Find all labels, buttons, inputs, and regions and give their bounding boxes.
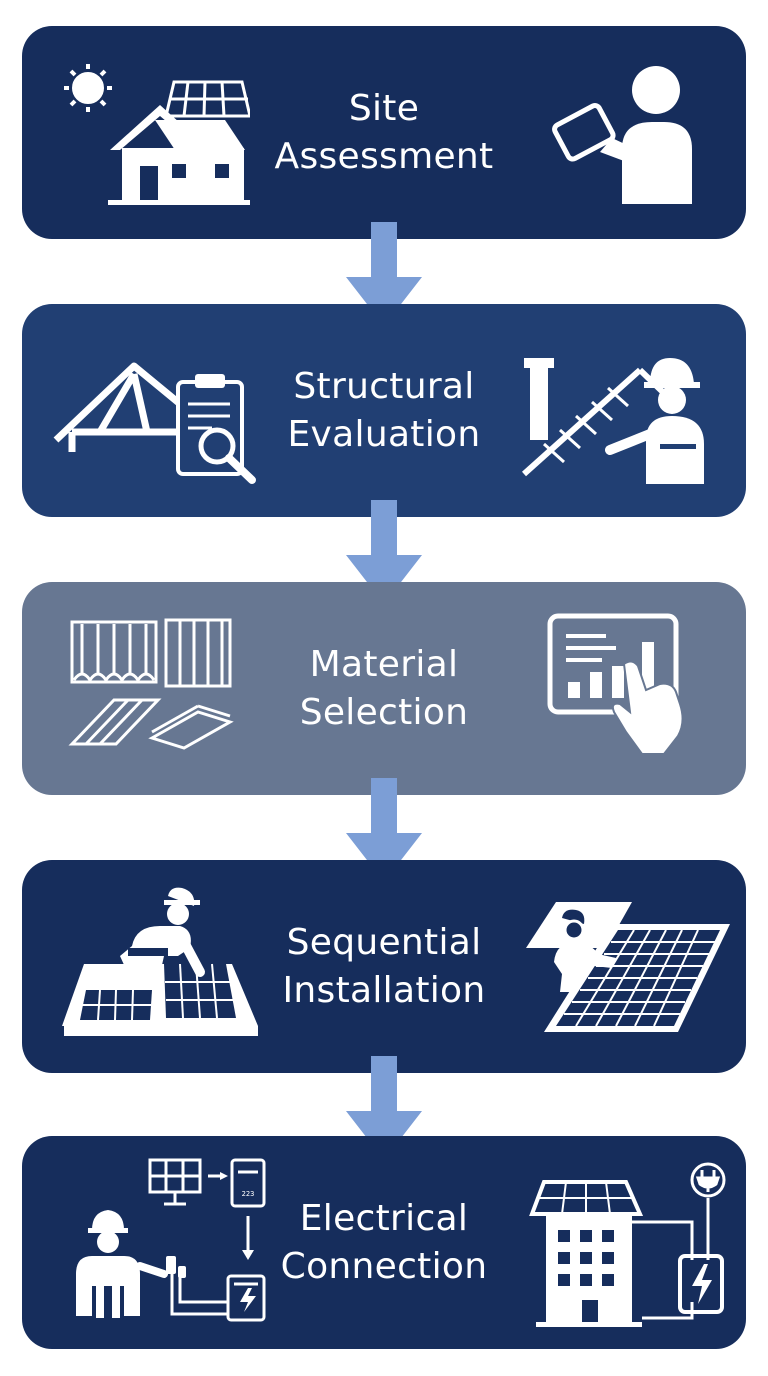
step-electrical-connection: 223 Electrical Connection — [22, 1136, 746, 1349]
step-sequential-installation: Sequential Installation — [22, 860, 746, 1073]
roofing-materials-icon — [68, 616, 238, 756]
electrician-wiring-icon: 223 — [68, 1156, 278, 1326]
worker-installing-panels-icon — [60, 886, 260, 1046]
step-title: Site Assessment — [274, 87, 494, 177]
step-title: Material Selection — [299, 643, 469, 733]
meter-readout: 223 — [242, 1190, 255, 1198]
roof-truss-clipboard-icon — [52, 360, 272, 490]
step-title: Structural Evaluation — [287, 365, 481, 455]
person-tablet-icon — [552, 64, 702, 204]
step-material-selection: Material Selection — [22, 582, 746, 795]
tablet-chart-touch-icon — [546, 612, 716, 762]
flow-arrow — [344, 1056, 424, 1162]
flow-arrow — [344, 222, 424, 328]
step-title: Electrical Connection — [280, 1197, 488, 1287]
step-title: Sequential Installation — [282, 921, 486, 1011]
worker-roof-inspection-icon — [520, 344, 720, 484]
worker-panel-array-icon — [522, 896, 732, 1036]
house-solar-sun-icon — [60, 60, 250, 210]
step-structural-evaluation: Structural Evaluation — [22, 304, 746, 517]
building-battery-plug-icon — [522, 1160, 732, 1330]
flow-arrow — [344, 778, 424, 884]
step-site-assessment: Site Assessment — [22, 26, 746, 239]
flow-arrow — [344, 500, 424, 606]
